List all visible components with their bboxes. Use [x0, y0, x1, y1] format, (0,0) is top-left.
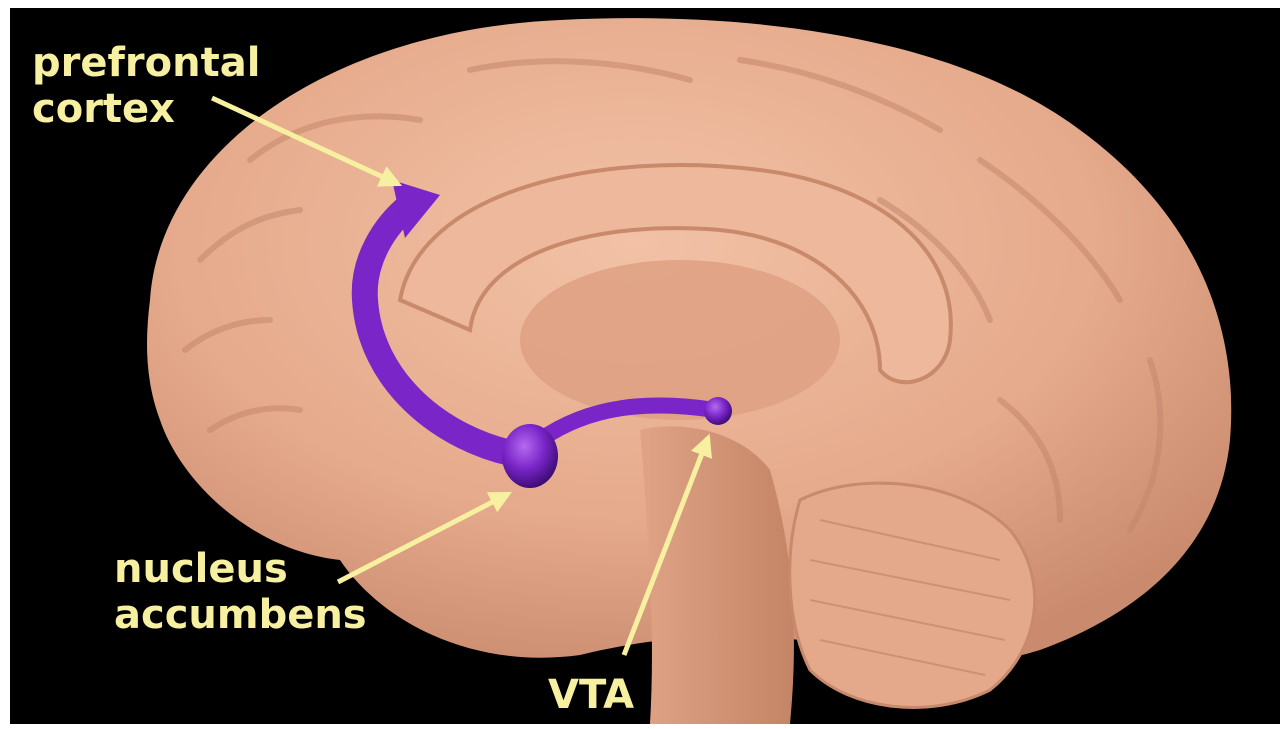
- prefrontal-cortex-label: prefrontal cortex: [32, 40, 260, 132]
- vta-node: [704, 397, 732, 425]
- prefrontal-label-line1: prefrontal: [32, 40, 260, 86]
- nucleus-label-line2: accumbens: [114, 592, 367, 638]
- nucleus-accumbens-label: nucleus accumbens: [114, 546, 367, 638]
- prefrontal-label-line2: cortex: [32, 86, 260, 132]
- nucleus-accumbens-node: [502, 424, 558, 488]
- nucleus-label-line1: nucleus: [114, 546, 367, 592]
- vta-label: VTA: [548, 672, 634, 718]
- thalamus: [520, 260, 840, 420]
